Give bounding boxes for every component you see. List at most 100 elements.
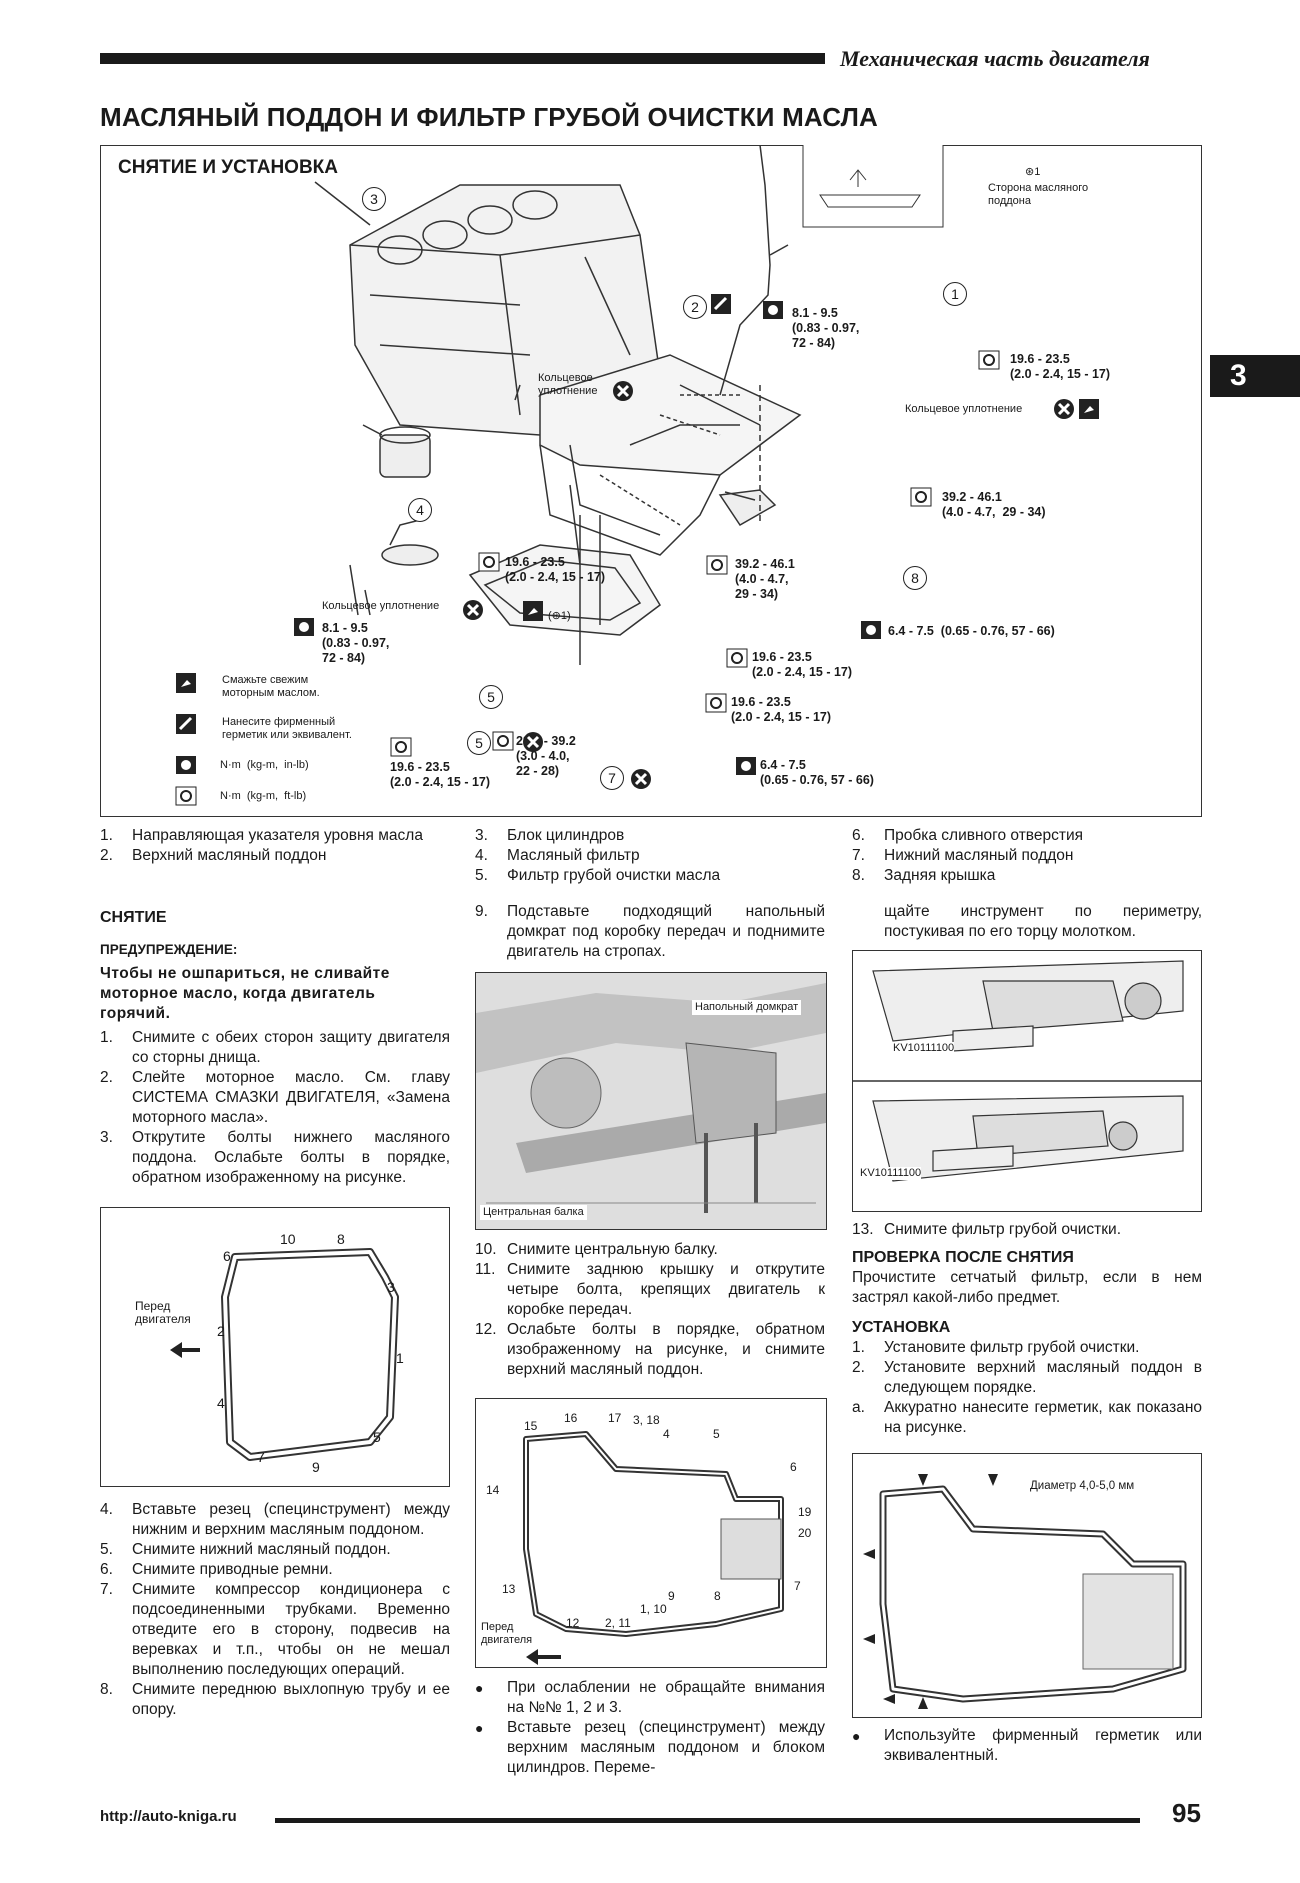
list-item: 2.Верхний масляный поддон bbox=[100, 847, 327, 864]
bolt-number: 6 bbox=[223, 1248, 231, 1264]
torque-icon bbox=[726, 648, 748, 668]
oring-label-3: Кольцевое уплотнение bbox=[322, 600, 440, 612]
page-number: 95 bbox=[1172, 1798, 1201, 1828]
mid-column-steps: 10.Снимите центральную балку. 11.Снимите… bbox=[475, 1240, 825, 1380]
list-item: 1.Снимите с обеих сторон защиту двигател… bbox=[100, 1029, 450, 1066]
torque-label-12: 6.4 - 7.5 (0.65 - 0.76, 57 - 66) bbox=[760, 758, 874, 787]
oil-can-icon bbox=[1079, 399, 1099, 419]
chapter-tab: 3 bbox=[1210, 355, 1300, 397]
diameter-label: Диаметр 4,0-5,0 мм bbox=[1030, 1480, 1135, 1493]
bolt-number: 14 bbox=[486, 1483, 500, 1497]
callout-8: 8 bbox=[903, 566, 927, 590]
jack-label: Напольный домкрат bbox=[692, 1000, 802, 1015]
torque-icon bbox=[706, 555, 728, 575]
replace-part-icon bbox=[613, 381, 633, 401]
sealant-pattern-drawing bbox=[863, 1474, 1187, 1709]
torque-icon bbox=[763, 301, 783, 319]
exploded-diagram bbox=[100, 145, 1202, 817]
oring-label-1: Кольцевое уплотнение bbox=[538, 372, 598, 397]
list-item: а.Аккуратно нанесите герметик, как показ… bbox=[852, 1399, 1202, 1436]
list-item: 8.Снимите переднюю выхлопную трубу и ее … bbox=[100, 1681, 450, 1718]
bolt-number: 19 bbox=[798, 1505, 812, 1519]
warning-text: Чтобы не ошпариться, не сливайте моторно… bbox=[100, 965, 390, 1022]
bullet-item: ●Используйте фирменный герметик или экви… bbox=[852, 1727, 1202, 1764]
list-item: 3.Блок цилиндров bbox=[475, 827, 625, 844]
bullet-item: ●Вставьте резец (специнструмент) между в… bbox=[475, 1719, 825, 1776]
sealant-icon bbox=[176, 714, 196, 734]
note-box-id: ⊛1 bbox=[1025, 166, 1041, 178]
list-item: 2.Слейте моторное масло. См. главу СИСТЕ… bbox=[100, 1069, 450, 1126]
list-item: 11.Снимите заднюю крышку и открутите чет… bbox=[475, 1261, 825, 1318]
lower-pan-outline bbox=[170, 1248, 399, 1461]
cutter-tool-drawing bbox=[853, 960, 1201, 1182]
bolt-number: 12 bbox=[566, 1616, 580, 1630]
footer-url[interactable]: http://auto-kniga.ru bbox=[100, 1808, 237, 1825]
page-title: МАСЛЯНЫЙ ПОДДОН И ФИЛЬТР ГРУБОЙ ОЧИСТКИ … bbox=[100, 102, 879, 132]
bolt-number: 2, 11 bbox=[605, 1616, 631, 1630]
footer-rule bbox=[275, 1818, 1140, 1823]
list-item: 6.Снимите приводные ремни. bbox=[100, 1561, 333, 1578]
parts-list-col1: 1.Направляющая указателя уровня масла 2.… bbox=[100, 826, 450, 866]
torque-icon bbox=[390, 737, 412, 757]
list-item: 4.Вставьте резец (специнструмент) между … bbox=[100, 1501, 450, 1538]
mid-column-top: 9.Подставьте подходящий напольный домкра… bbox=[475, 902, 825, 962]
rear-cover-drawing bbox=[718, 489, 777, 526]
left-column-top: СНЯТИЕ ПРЕДУПРЕЖДЕНИЕ: Чтобы не ошпарить… bbox=[100, 902, 450, 1188]
list-item: 12.Ослабьте болты в порядке, обратном из… bbox=[475, 1321, 825, 1378]
check-text: Прочистите сетчатый фильтр, если в нем з… bbox=[852, 1269, 1202, 1306]
front-label: Перед двигателя bbox=[481, 1621, 533, 1646]
diagram-subtitle: СНЯТИЕ И УСТАНОВКА bbox=[118, 157, 338, 178]
section-heading-check: ПРОВЕРКА ПОСЛЕ СНЯТИЯ bbox=[852, 1249, 1074, 1266]
bolt-number: 5 bbox=[373, 1429, 381, 1445]
section-title: Механическая часть двигателя bbox=[840, 46, 1150, 71]
torque-label-7: 8.1 - 9.5 (0.83 - 0.97, 72 - 84) bbox=[322, 621, 390, 665]
torque-icon bbox=[478, 552, 500, 572]
callout-7: 7 bbox=[600, 766, 624, 790]
bolt-number: 9 bbox=[668, 1589, 675, 1603]
torque-label-6: 6.4 - 7.5 (0.65 - 0.76, 57 - 66) bbox=[888, 624, 1055, 638]
list-item: 6.Пробка сливного отверстия bbox=[852, 827, 1083, 844]
bullet-item: ●При ослаблении не обращайте внимания на… bbox=[475, 1679, 825, 1716]
bolt-number: 1 bbox=[396, 1350, 404, 1366]
tool-label-1: KV10111100 bbox=[893, 1042, 955, 1055]
list-item: 13.Снимите фильтр грубой очистки. bbox=[852, 1221, 1122, 1238]
replace-part-icon bbox=[463, 600, 483, 620]
front-label: Перед двигателя bbox=[135, 1299, 191, 1326]
list-item: 1.Направляющая указателя уровня масла bbox=[100, 827, 423, 844]
dipstick-guide-drawing bbox=[719, 145, 771, 396]
oil-can-icon bbox=[176, 673, 196, 693]
replace-part-icon bbox=[631, 769, 651, 789]
bolt-number: 7 bbox=[257, 1449, 265, 1465]
bolt-number: 10 bbox=[280, 1231, 296, 1247]
callout-1: 1 bbox=[943, 282, 967, 306]
engine-exploded-drawing bbox=[314, 145, 944, 665]
torque-label-11: 19.6 - 23.5 (2.0 - 2.4, 15 - 17) bbox=[390, 760, 491, 789]
list-item: 8.Задняя крышка bbox=[852, 867, 996, 884]
torque-icon bbox=[736, 757, 756, 775]
upper-pan-outline bbox=[523, 1431, 784, 1665]
list-item: 1.Установите фильтр грубой очистки. bbox=[852, 1339, 1140, 1356]
torque-label-5: 39.2 - 46.1 (4.0 - 4.7, 29 - 34) bbox=[735, 557, 795, 601]
legend-torque-inlb: N·m (kg-m, in-lb) bbox=[220, 759, 309, 771]
oil-filter-drawing bbox=[379, 426, 431, 478]
bolt-number: 13 bbox=[502, 1582, 516, 1596]
bolt-number: 1, 10 bbox=[640, 1602, 667, 1616]
bolt-number: 15 bbox=[524, 1419, 538, 1433]
parts-list-col3: 6.Пробка сливного отверстия 7.Нижний мас… bbox=[852, 826, 1202, 886]
torque-icon bbox=[294, 618, 314, 636]
section-heading-removal: СНЯТИЕ bbox=[100, 909, 167, 926]
bolt-number: 16 bbox=[564, 1411, 578, 1425]
torque-icon bbox=[492, 731, 514, 751]
list-item: 7.Снимите компрессор кондиционера с подс… bbox=[100, 1581, 450, 1678]
callout-3: 3 bbox=[362, 187, 386, 211]
left-column-bottom: 4.Вставьте резец (специнструмент) между … bbox=[100, 1500, 450, 1720]
callout-2: 2 bbox=[683, 295, 707, 319]
bolt-number: 2 bbox=[217, 1323, 225, 1339]
center-beam-label: Центральная балка bbox=[480, 1205, 587, 1220]
legend-torque-ftlb: N·m (kg-m, ft-lb) bbox=[220, 790, 307, 802]
list-item: 5.Фильтр грубой очистки масла bbox=[475, 867, 721, 884]
torque-label-8: 19.6 - 23.5 (2.0 - 2.4, 15 - 17) bbox=[752, 650, 853, 679]
list-item: 9.Подставьте подходящий напольный домкра… bbox=[475, 903, 825, 960]
torque-nm-kgm-inlb-icon bbox=[176, 756, 196, 774]
bolt-number: 7 bbox=[794, 1579, 801, 1593]
